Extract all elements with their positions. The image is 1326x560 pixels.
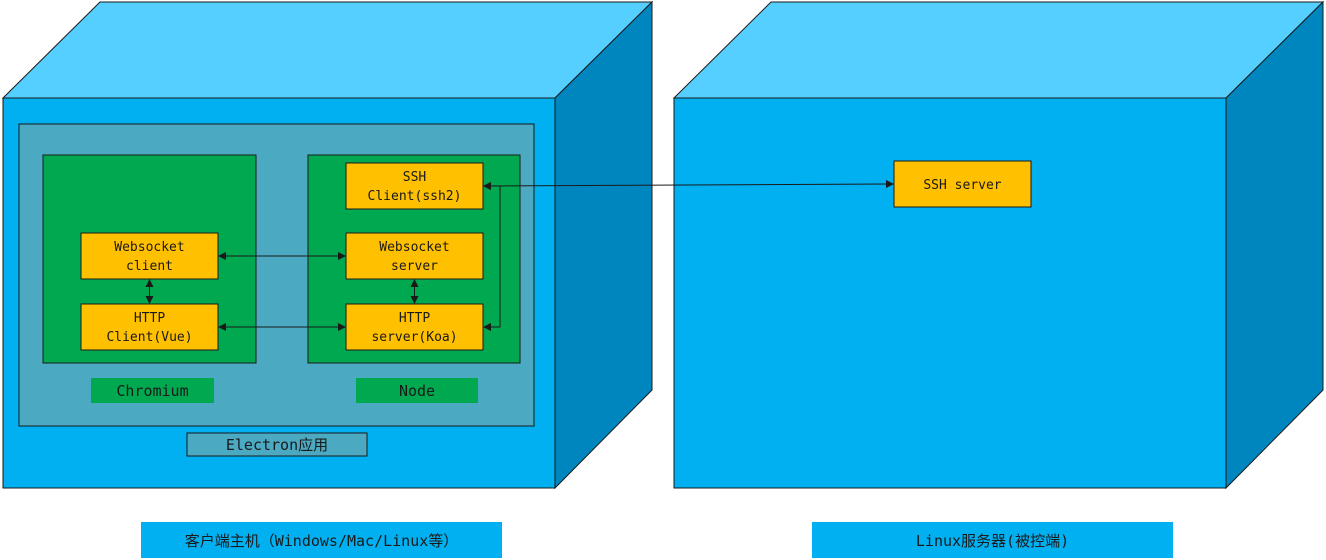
websocket-server-box: Websocket server [345, 232, 484, 280]
server-cube-top [672, 1, 1325, 99]
connectors [145, 180, 894, 331]
websocket-server-line2: server [391, 259, 438, 274]
ssh-server-box: SSH server [893, 160, 1032, 208]
ssh-client-line2: Client(ssh2) [368, 189, 462, 204]
http-client-line1: HTTP [134, 311, 165, 326]
ssh-client-line1: SSH [403, 170, 426, 185]
ssh-client-to-ssh-server-arrow [483, 180, 894, 190]
http-server-line2: server(Koa) [371, 330, 457, 345]
http-server-box: HTTP server(Koa) [345, 303, 484, 351]
electron-label-text: Electron应用 [226, 436, 328, 454]
node-label: Node [356, 378, 478, 403]
websocket-client-box: Websocket client [80, 232, 219, 280]
electron-label: Electron应用 [186, 432, 368, 457]
ssh-server-label: SSH server [923, 178, 1001, 193]
client-host-caption: 客户端主机（Windows/Mac/Linux等） [141, 522, 502, 558]
ssh-client-box: SSH Client(ssh2) [345, 162, 484, 210]
websocket-client-line1: Websocket [114, 240, 184, 255]
http-server-line1: HTTP [399, 311, 430, 326]
websocket-server-line1: Websocket [379, 240, 449, 255]
chromium-label: Chromium [91, 378, 214, 403]
node-label-text: Node [399, 382, 435, 400]
http-client-line2: Client(Vue) [106, 330, 192, 345]
websocket-client-line2: client [126, 259, 173, 274]
http-client-box: HTTP Client(Vue) [80, 303, 219, 351]
server-cube-front [673, 97, 1227, 489]
server-host-caption: Linux服务器(被控端) [812, 522, 1173, 558]
client-cube-top [1, 1, 654, 99]
chromium-label-text: Chromium [116, 382, 188, 400]
server-host-cube [672, 0, 1325, 490]
